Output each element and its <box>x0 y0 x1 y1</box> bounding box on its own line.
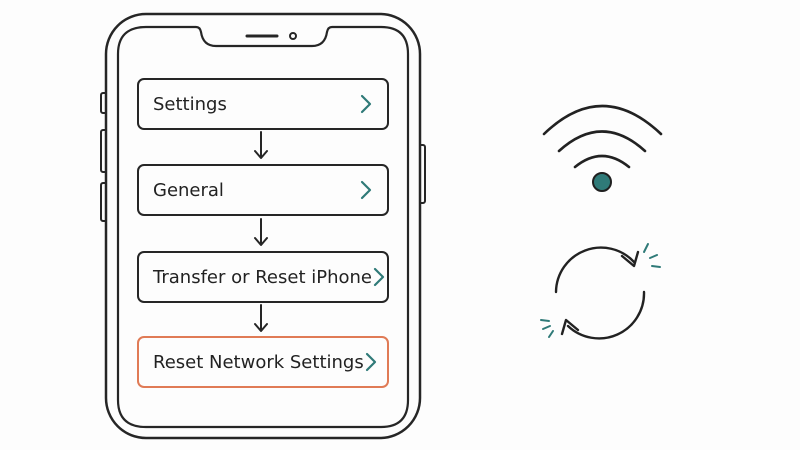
chevron-right-icon <box>360 180 372 200</box>
chevron-right-icon <box>360 94 372 114</box>
chevron-right-icon <box>373 267 385 287</box>
step-label: Transfer or Reset iPhone <box>153 266 372 288</box>
step-settings[interactable]: Settings <box>137 78 389 130</box>
step-label: Reset Network Settings <box>153 351 364 373</box>
motion-lines <box>540 243 661 338</box>
refresh-icon <box>554 246 646 340</box>
step-transfer-or-reset-iphone[interactable]: Transfer or Reset iPhone <box>137 251 389 303</box>
wifi-dot <box>592 172 612 192</box>
chevron-right-icon <box>365 352 376 372</box>
step-label: General <box>153 179 224 201</box>
phone-camera <box>289 32 297 40</box>
step-general[interactable]: General <box>137 164 389 216</box>
arrow-down-icon <box>254 218 268 246</box>
arrow-down-icon <box>254 304 268 332</box>
step-label: Settings <box>153 93 227 115</box>
arrow-down-icon <box>254 131 268 159</box>
step-reset-network-settings[interactable]: Reset Network Settings <box>137 336 389 388</box>
wifi-icon <box>542 104 663 169</box>
